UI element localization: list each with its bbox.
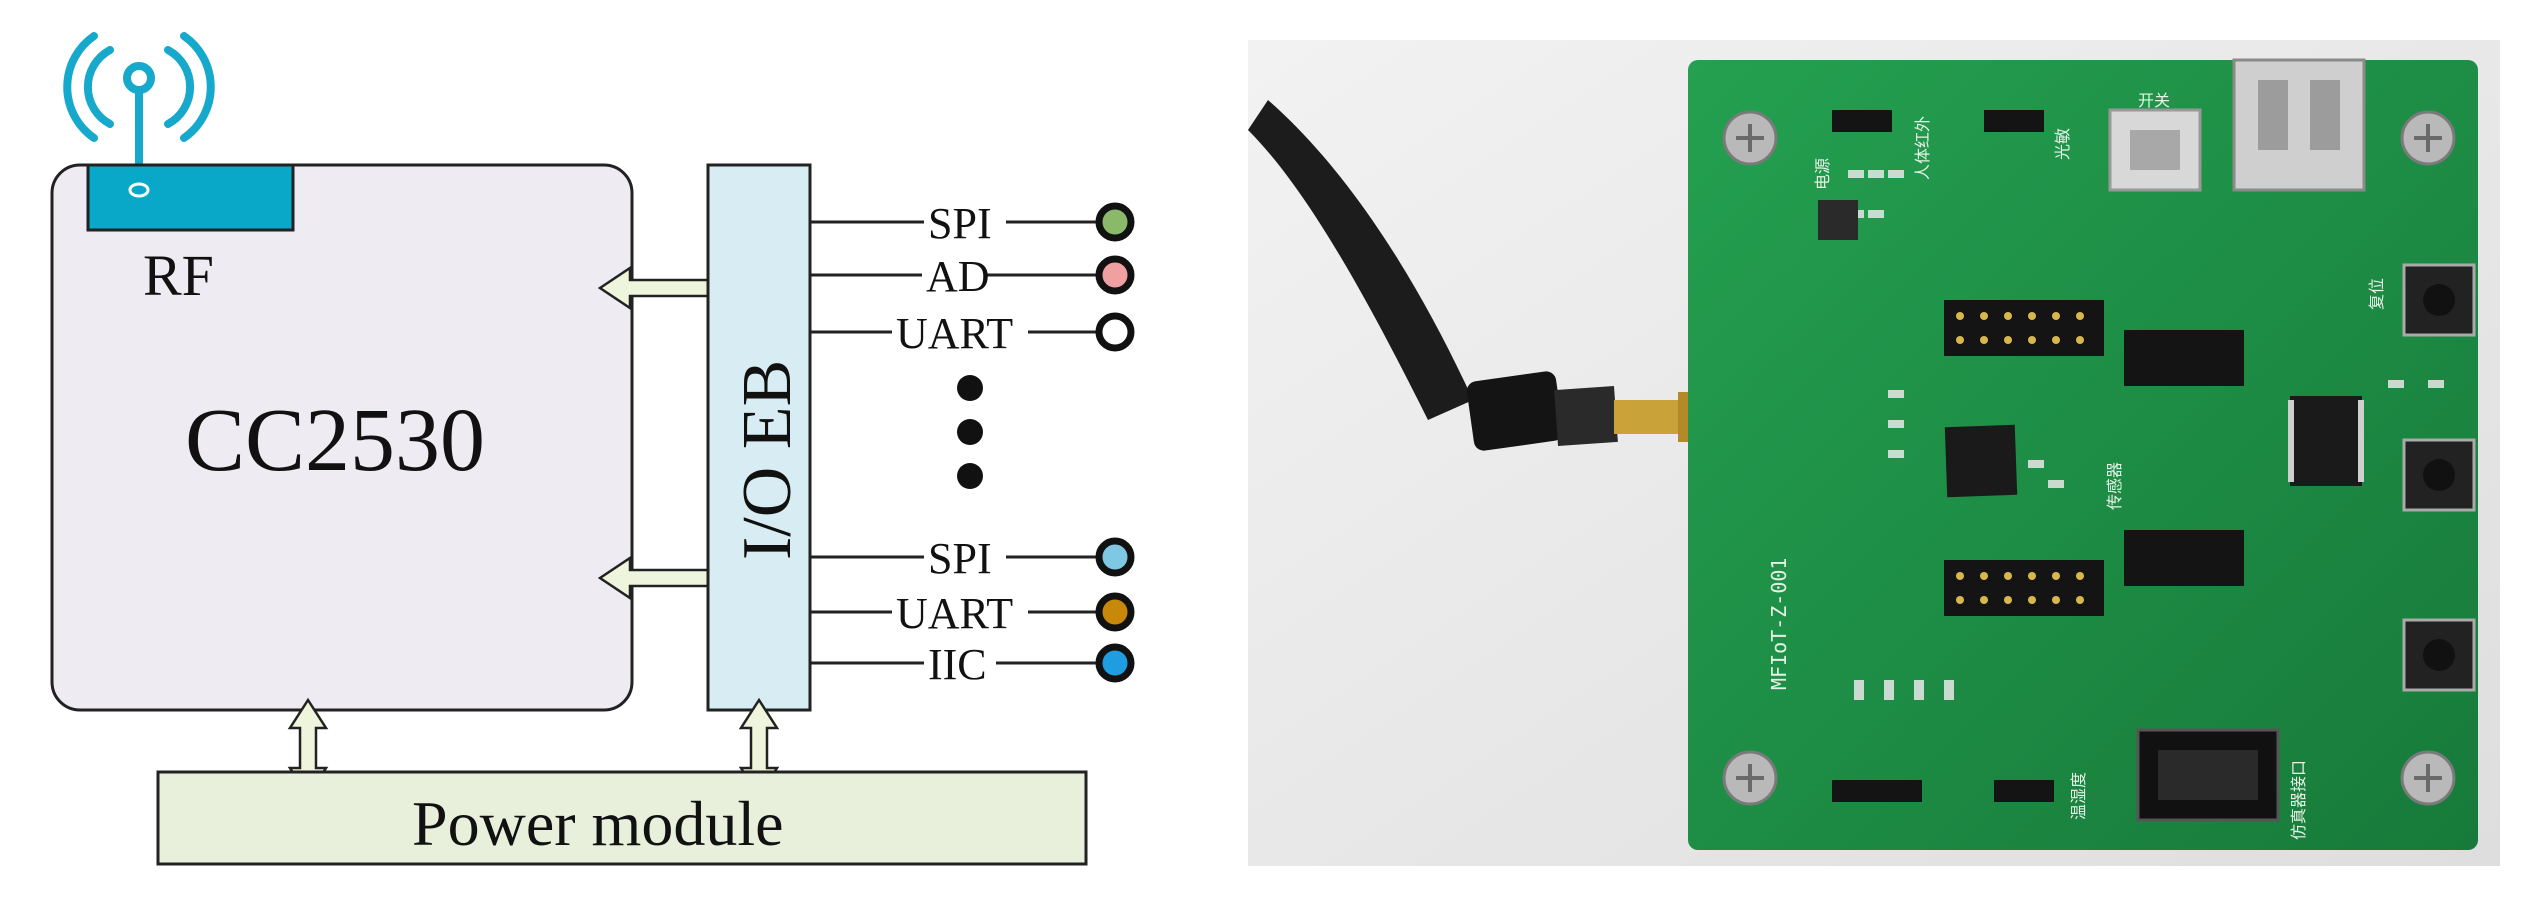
antenna-icon — [63, 32, 215, 192]
port-terminal-iic — [1095, 643, 1135, 683]
port-terminal-uart-1 — [1095, 312, 1135, 352]
port-terminal-spi-2 — [1095, 537, 1135, 577]
usb-connector — [2232, 58, 2366, 192]
antenna-body — [1248, 100, 1698, 451]
temp-humidity-label: 温湿度 — [2069, 772, 2088, 820]
port-label-uart-1: UART — [896, 309, 1013, 358]
port-terminal-spi-1 — [1095, 202, 1135, 242]
ic-chip — [2290, 396, 2362, 486]
board-photo: MFIoT-Z-001 复位 传感器 仿真器接口 温湿度 人体红外 光敏 电源 … — [1248, 40, 2500, 866]
light-label: 光敏 — [2053, 128, 2072, 160]
cc2530-chip — [1944, 424, 2018, 498]
port-label-spi-1: SPI — [928, 199, 992, 248]
architecture-diagram: RF CC2530 I/O EB SPI AD UART SPI UART II… — [50, 32, 1135, 866]
power-module-block — [156, 770, 1088, 866]
reset-label: 复位 — [2367, 278, 2386, 310]
sensor-label: 传感器 — [2105, 462, 2124, 510]
pcb-board — [1688, 60, 2478, 850]
port-label-uart-2: UART — [896, 589, 1013, 638]
port-label-iic: IIC — [928, 640, 987, 689]
body-infrared-label: 人体红外 — [1913, 116, 1932, 180]
push-buttons — [2402, 263, 2476, 692]
cc2530-block — [50, 163, 634, 712]
rf-connector-icon — [128, 182, 150, 198]
io-eb-label: I/O EB — [729, 360, 806, 560]
board-id-label: MFIoT-Z-001 — [1767, 558, 1791, 690]
board-photo-illustration: MFIoT-Z-001 复位 传感器 仿真器接口 温湿度 人体红外 光敏 电源 … — [1248, 40, 2500, 866]
rf-module — [86, 163, 295, 232]
power-label: 电源 — [1813, 158, 1832, 190]
power-module-label: Power module — [412, 788, 784, 859]
rf-label: RF — [143, 243, 214, 308]
switch-label: 开关 — [2138, 91, 2170, 110]
port-label-ad: AD — [926, 252, 990, 301]
port-terminal-uart-2 — [1095, 592, 1135, 632]
io-eb-block — [706, 163, 812, 712]
port-label-spi-2: SPI — [928, 534, 992, 583]
chip-label: CC2530 — [185, 391, 485, 490]
more-ports-ellipsis — [957, 375, 983, 489]
port-terminal-ad — [1095, 255, 1135, 295]
pin-headers — [1832, 110, 2244, 802]
emulator-port-label: 仿真器接口 — [2289, 760, 2308, 840]
